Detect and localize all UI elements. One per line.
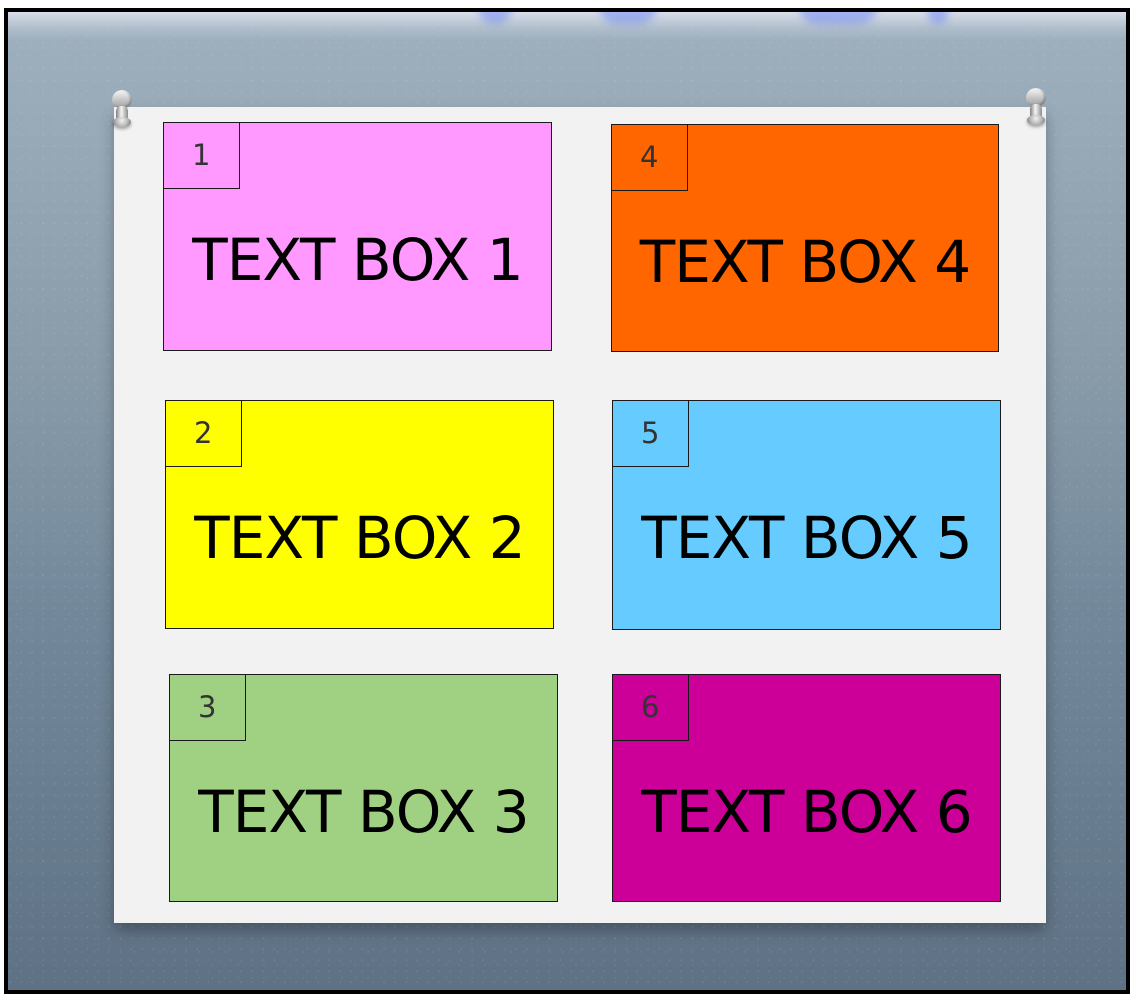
box-label-4: TEXT BOX 4: [612, 233, 998, 291]
slide-canvas: 1 TEXT BOX 1 2 TEXT BOX 2 3 TEXT BOX 3 4…: [4, 8, 1130, 994]
box-label-6: TEXT BOX 6: [613, 783, 1000, 841]
pushpin-icon: [1026, 88, 1046, 126]
pin-base: [1027, 115, 1045, 125]
box-label-1: TEXT BOX 1: [164, 231, 551, 289]
text-box-3: 3 TEXT BOX 3: [169, 674, 558, 902]
box-number-2: 2: [166, 401, 242, 467]
box-label-5: TEXT BOX 5: [613, 509, 1000, 567]
text-box-1: 1 TEXT BOX 1: [163, 122, 552, 351]
pushpin-icon: [112, 90, 132, 128]
box-number-5: 5: [613, 401, 689, 467]
box-label-3: TEXT BOX 3: [170, 783, 557, 841]
box-number-3: 3: [170, 675, 246, 741]
box-number-6: 6: [613, 675, 689, 741]
top-glow: [8, 12, 1126, 40]
text-box-6: 6 TEXT BOX 6: [612, 674, 1001, 902]
box-number-1: 1: [164, 123, 240, 189]
box-label-2: TEXT BOX 2: [166, 509, 553, 567]
pin-base: [113, 117, 131, 127]
text-box-2: 2 TEXT BOX 2: [165, 400, 554, 629]
box-number-4: 4: [612, 125, 688, 191]
text-box-4: 4 TEXT BOX 4: [611, 124, 999, 352]
text-box-5: 5 TEXT BOX 5: [612, 400, 1001, 630]
